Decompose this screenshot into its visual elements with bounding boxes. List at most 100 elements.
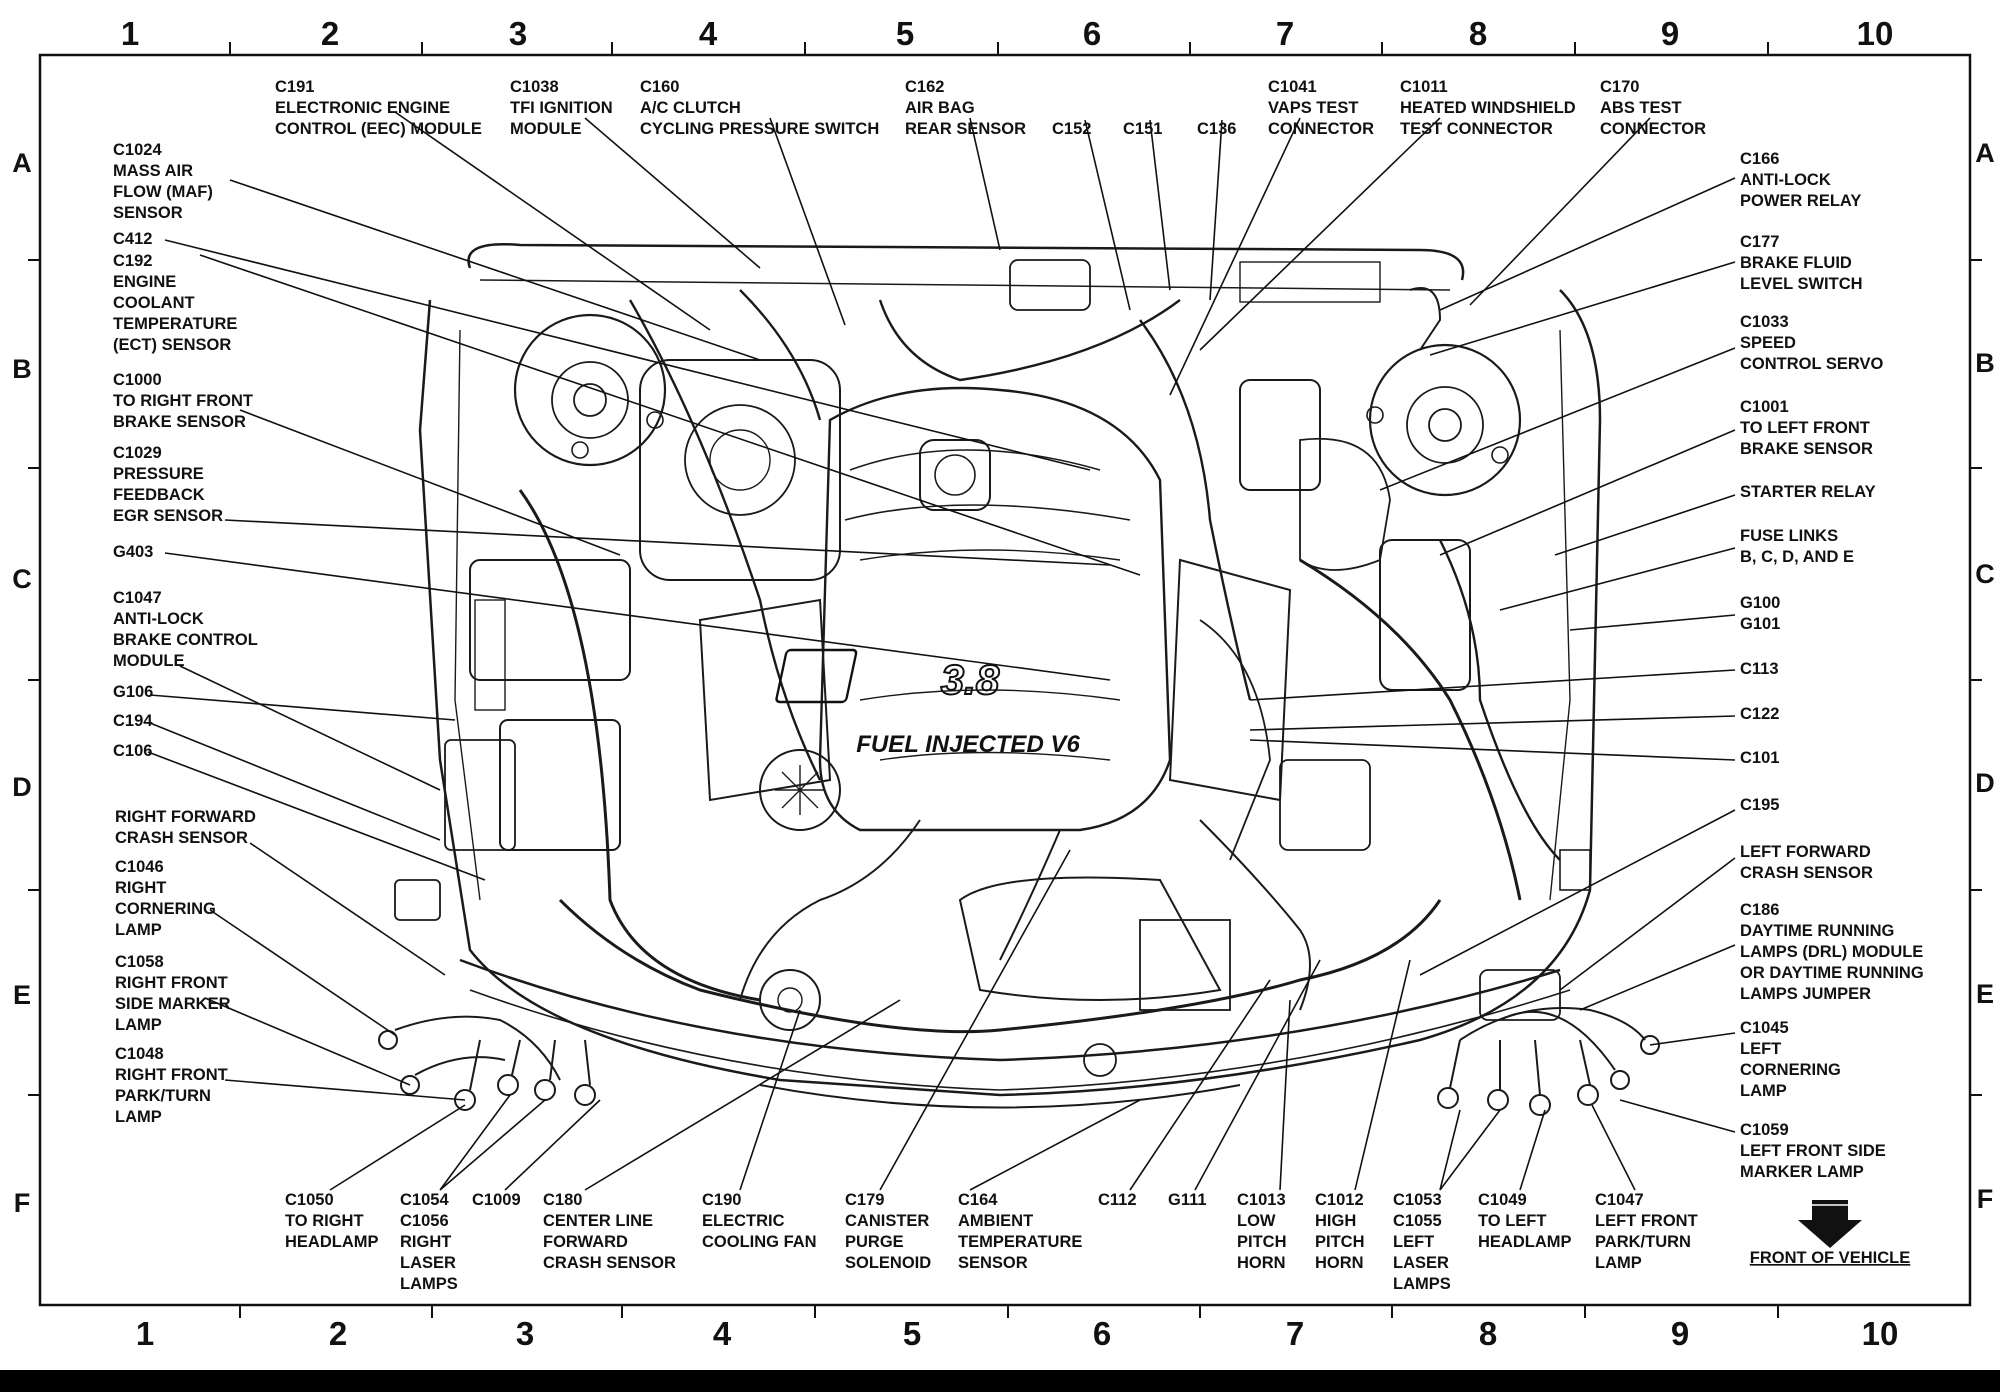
label-line: LEVEL SWITCH (1740, 275, 1863, 293)
leader-c1049 (1519, 1109, 1546, 1191)
leader-c1053 (1439, 1109, 1501, 1191)
label-line: LEFT FORWARD (1740, 843, 1871, 861)
leader-c1029 (224, 519, 1111, 566)
col-label-bottom: 5 (903, 1315, 921, 1352)
label-c1053: C1053 C1055 LEFT LASER LAMPS (1393, 1191, 1454, 1293)
leader-c1033 (1379, 347, 1736, 491)
label-line: LEFT (1740, 1040, 1781, 1058)
col-label-bottom: 9 (1671, 1315, 1689, 1352)
row-label-right: A (1975, 138, 1995, 168)
label-line: C179 (845, 1191, 884, 1209)
label-g106: G106 (113, 683, 153, 701)
label-line: PITCH (1237, 1233, 1287, 1251)
leader-g100 (1569, 614, 1736, 631)
label-line: C1053 (1393, 1191, 1442, 1209)
label-line: C180 (543, 1191, 582, 1209)
label-c1000: C1000 TO RIGHT FRONT BRAKE SENSOR (113, 371, 258, 431)
label-line: C160 (640, 78, 679, 96)
label-line: REAR SENSOR (905, 120, 1026, 138)
row-label-left: E (13, 980, 31, 1010)
label-line: C1049 (1478, 1191, 1527, 1209)
leader-c151 (1149, 119, 1171, 291)
label-line: G101 (1740, 615, 1780, 633)
label-c164: C164 AMBIENT TEMPERATURE SENSOR (958, 1191, 1087, 1272)
leader-c170 (1469, 117, 1651, 306)
label-line: C177 (1740, 233, 1779, 251)
label-line: HORN (1315, 1254, 1364, 1272)
label-line: LAMP (115, 921, 162, 939)
label-line: AIR BAG (905, 99, 975, 117)
label-line: DAYTIME RUNNING (1740, 922, 1894, 940)
label-line: CYCLING PRESSURE SWITCH (640, 120, 879, 138)
label-line: C1038 (510, 78, 559, 96)
label-line: TO RIGHT FRONT (113, 392, 253, 410)
leader-c1038 (584, 117, 761, 269)
label-c1046: C1046 RIGHT CORNERING LAMP (115, 858, 220, 939)
leader-c191 (394, 111, 711, 331)
label-c1041: C1041 VAPS TEST CONNECTOR (1268, 78, 1374, 138)
label-c1045: C1045 LEFT CORNERING LAMP (1740, 1019, 1845, 1100)
label-line: LAMP (115, 1108, 162, 1126)
label-line: RIGHT FORWARD (115, 808, 256, 826)
col-label-top: 7 (1276, 15, 1294, 52)
label-line: C1059 (1740, 1121, 1789, 1139)
col-label-bottom: 3 (516, 1315, 534, 1352)
label-line: C1047 (1595, 1191, 1644, 1209)
label-c412: C412 (113, 230, 152, 248)
label-c1047a: C1047 ANTI-LOCK BRAKE CONTROL MODULE (113, 589, 262, 670)
label-line: RIGHT FRONT (115, 1066, 228, 1084)
label-line: CONNECTOR (1600, 120, 1706, 138)
label-line: PARK/TURN (115, 1087, 211, 1105)
leader-c177 (1429, 261, 1736, 356)
label-c194: C194 (113, 712, 153, 730)
row-label-left: B (12, 354, 32, 384)
label-line: C1046 (115, 858, 164, 876)
label-line: C191 (275, 78, 314, 96)
label-line: TEST CONNECTOR (1400, 120, 1553, 138)
row-label-right: B (1975, 348, 1995, 378)
label-line: TO RIGHT (285, 1212, 364, 1230)
label-c177: C177 BRAKE FLUID LEVEL SWITCH (1740, 233, 1863, 293)
label-c136: C136 (1197, 120, 1236, 138)
label-fuse: FUSE LINKS B, C, D, AND E (1740, 527, 1854, 566)
label-c1049: C1049 TO LEFT HEADLAMP (1478, 1191, 1572, 1251)
leader-fuse (1499, 547, 1736, 611)
label-line: AMBIENT (958, 1212, 1033, 1230)
grid-labels-bottom: 1 2 3 4 5 6 7 8 9 10 (136, 1315, 1899, 1352)
col-label-top: 8 (1469, 15, 1487, 52)
label-line: POWER RELAY (1740, 192, 1861, 210)
leader-c1041 (1169, 117, 1301, 396)
label-line: C1001 (1740, 398, 1789, 416)
label-c106: C106 (113, 742, 152, 760)
label-starter: STARTER RELAY (1740, 483, 1876, 501)
label-g403: G403 (113, 543, 153, 561)
leader-c162 (969, 117, 1001, 251)
label-line: SOLENOID (845, 1254, 931, 1272)
leader-c152 (1084, 119, 1131, 311)
label-c179: C179 CANISTER PURGE SOLENOID (845, 1191, 934, 1272)
label-c162: C162 AIR BAG REAR SENSOR (905, 78, 1026, 138)
label-line: PARK/TURN (1595, 1233, 1691, 1251)
label-line: C1058 (115, 953, 164, 971)
label-line: PITCH (1315, 1233, 1365, 1251)
label-line: COOLING FAN (702, 1233, 817, 1251)
col-label-top: 1 (121, 15, 139, 52)
row-label-right: F (1977, 1184, 1994, 1214)
leader-c195 (1419, 809, 1736, 976)
label-line: C186 (1740, 901, 1779, 919)
label-line: COOLANT (113, 294, 195, 312)
col-label-bottom: 7 (1286, 1315, 1304, 1352)
label-c1024: C1024 MASS AIR FLOW (MAF) SENSOR (113, 141, 217, 222)
label-line: TO LEFT FRONT (1740, 419, 1870, 437)
label-line: TFI IGNITION (510, 99, 613, 117)
col-label-top: 5 (896, 15, 914, 52)
label-line: CORNERING (1740, 1061, 1841, 1079)
label-c1054: C1054 C1056 RIGHT LASER LAMPS (400, 1191, 461, 1293)
leader-c1000 (239, 409, 621, 556)
label-line: LEFT (1393, 1233, 1434, 1251)
label-line: ELECTRONIC ENGINE (275, 99, 450, 117)
label-c1033: C1033 SPEED CONTROL SERVO (1740, 313, 1883, 373)
label-line: C1024 (113, 141, 162, 159)
label-line: LEFT FRONT (1595, 1212, 1698, 1230)
col-label-top: 4 (699, 15, 718, 52)
